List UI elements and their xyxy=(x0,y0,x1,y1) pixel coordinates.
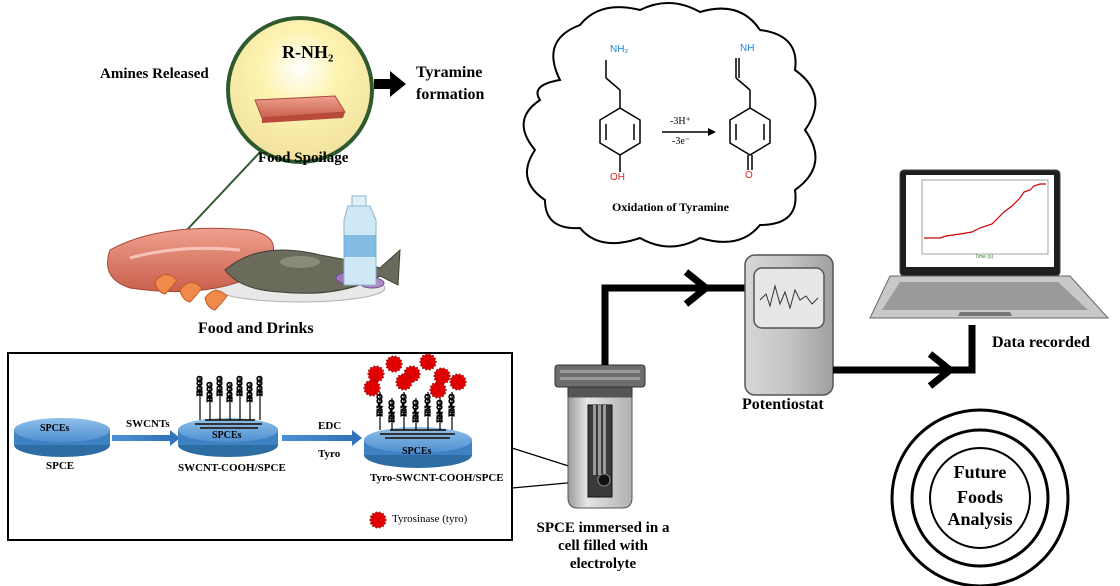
disk2-label: SPCEs xyxy=(212,430,242,441)
laptop-xlabel: Time (s) xyxy=(975,254,994,260)
disk2-caption: SWCNT-COOH/SPCE xyxy=(178,462,286,474)
tyrosinase-enzyme-icon xyxy=(448,373,468,391)
cooh-label: COOH xyxy=(215,376,223,396)
oxidation-caption: Oxidation of Tyramine xyxy=(612,200,729,214)
disk1-label: SPCEs xyxy=(40,423,70,434)
reaction-cloud xyxy=(522,1,817,248)
conh-label: CO-NH xyxy=(387,400,395,422)
food-drinks-label: Food and Drinks xyxy=(198,320,314,337)
step2-label-tyro: Tyro xyxy=(318,448,341,460)
step1-label: SWCNTs xyxy=(126,418,170,430)
laptop-device xyxy=(869,169,1110,319)
cooh-label: COOH xyxy=(245,382,253,402)
future-foods-badge xyxy=(890,408,1070,586)
conh-label: CO-NH xyxy=(411,400,419,422)
food-illustration xyxy=(107,195,401,311)
potentiostat-trace xyxy=(759,284,819,310)
cooh-label: COOH xyxy=(225,382,233,402)
cloud-shape xyxy=(522,1,817,248)
tyrosinase-enzyme-icon xyxy=(432,367,452,385)
foods-label: Foods xyxy=(956,487,1003,507)
potentiostat-device xyxy=(744,254,834,396)
tyrosinase-legend-icon xyxy=(368,511,388,529)
cable-arrow-2 xyxy=(927,351,956,389)
spce-disk-bare xyxy=(14,418,110,457)
conh-label: CO-NH xyxy=(447,394,455,416)
product-imine-group: NH xyxy=(740,43,755,54)
disk3-caption: Tyro-SWCNT-COOH/SPCE xyxy=(370,472,504,484)
amine-formula: R-NH₂ xyxy=(282,42,334,62)
cooh-label: COOH xyxy=(205,382,213,402)
reactant-amine-group: NH₂ xyxy=(610,44,629,55)
analysis-label: Analysis xyxy=(947,509,1013,529)
spoilage-bubble xyxy=(226,16,374,164)
tyrosinase-legend-label: Tyrosinase (tyro) xyxy=(392,513,468,525)
shrimp-icon xyxy=(154,274,228,311)
potentiostat-to-laptop-cable xyxy=(833,325,976,374)
quinone-imine-molecule xyxy=(729,58,771,170)
step1-arrow-icon xyxy=(112,430,180,446)
reaction-proton-loss: -3H⁺ xyxy=(670,116,691,127)
potentiostat-screen xyxy=(753,267,825,329)
conh-label: CO-NH xyxy=(375,394,383,416)
potentiostat-label: Potentiostat xyxy=(742,396,824,413)
tyramine-molecule xyxy=(599,60,641,172)
spce-disk-tyro: CO-NH CO-NH CO-NH CO-NH CO-NH CO-NH CO-NH xyxy=(362,353,472,468)
food-spoilage-label: Food Spoilage xyxy=(258,150,349,166)
data-recorded-label: Data recorded xyxy=(992,334,1090,351)
tyrosinase-enzyme-icon xyxy=(366,365,386,383)
cooh-label: COOH xyxy=(195,376,203,396)
tyrosinase-enzyme-icon xyxy=(362,379,382,397)
disk1-caption: SPCE xyxy=(46,460,75,472)
cell-caption-line2: cell filled with xyxy=(558,538,648,554)
tyrosinase-enzyme-icon xyxy=(394,373,414,391)
conh-label: CO-NH xyxy=(435,400,443,422)
formation-label: formation xyxy=(416,86,485,103)
product-carbonyl-group: O xyxy=(745,170,753,181)
cable-arrow-1 xyxy=(683,269,712,307)
tyrosinase-enzyme-icon xyxy=(384,355,404,373)
conh-label: CO-NH xyxy=(423,394,431,416)
cell-caption-line3: electrolyte xyxy=(569,556,637,572)
cell-caption-line1: SPCE immersed in a xyxy=(536,520,670,536)
tyramine-label: Tyramine xyxy=(416,64,483,81)
conh-label: CO-NH xyxy=(399,394,407,416)
step2-arrow-icon xyxy=(282,430,362,446)
laptop-current-trace xyxy=(924,183,1046,239)
water-bottle-icon xyxy=(343,195,377,286)
reaction-electron-loss: -3e⁻ xyxy=(672,136,691,147)
amines-released-label: Amines Released xyxy=(100,66,209,82)
tyrosinase-enzyme-icon xyxy=(428,381,448,399)
tyrosinase-enzyme-icon xyxy=(368,511,388,529)
tyrosinase-enzyme-icon xyxy=(418,353,438,371)
electrochemical-cell xyxy=(554,364,646,509)
cell-to-potentiostat-cable xyxy=(601,284,745,365)
meat-slab-side xyxy=(262,112,345,123)
step2-label-edc: EDC xyxy=(318,420,342,432)
disk3-label: SPCEs xyxy=(402,446,432,457)
cell-cap xyxy=(554,364,646,388)
tyramine-arrow-icon xyxy=(374,71,406,97)
bubble-circle xyxy=(226,16,374,164)
future-label: Future xyxy=(953,462,1007,482)
reactant-hydroxyl-group: OH xyxy=(610,172,625,183)
cooh-label: COOH xyxy=(255,376,263,396)
cooh-label: COOH xyxy=(235,376,243,396)
